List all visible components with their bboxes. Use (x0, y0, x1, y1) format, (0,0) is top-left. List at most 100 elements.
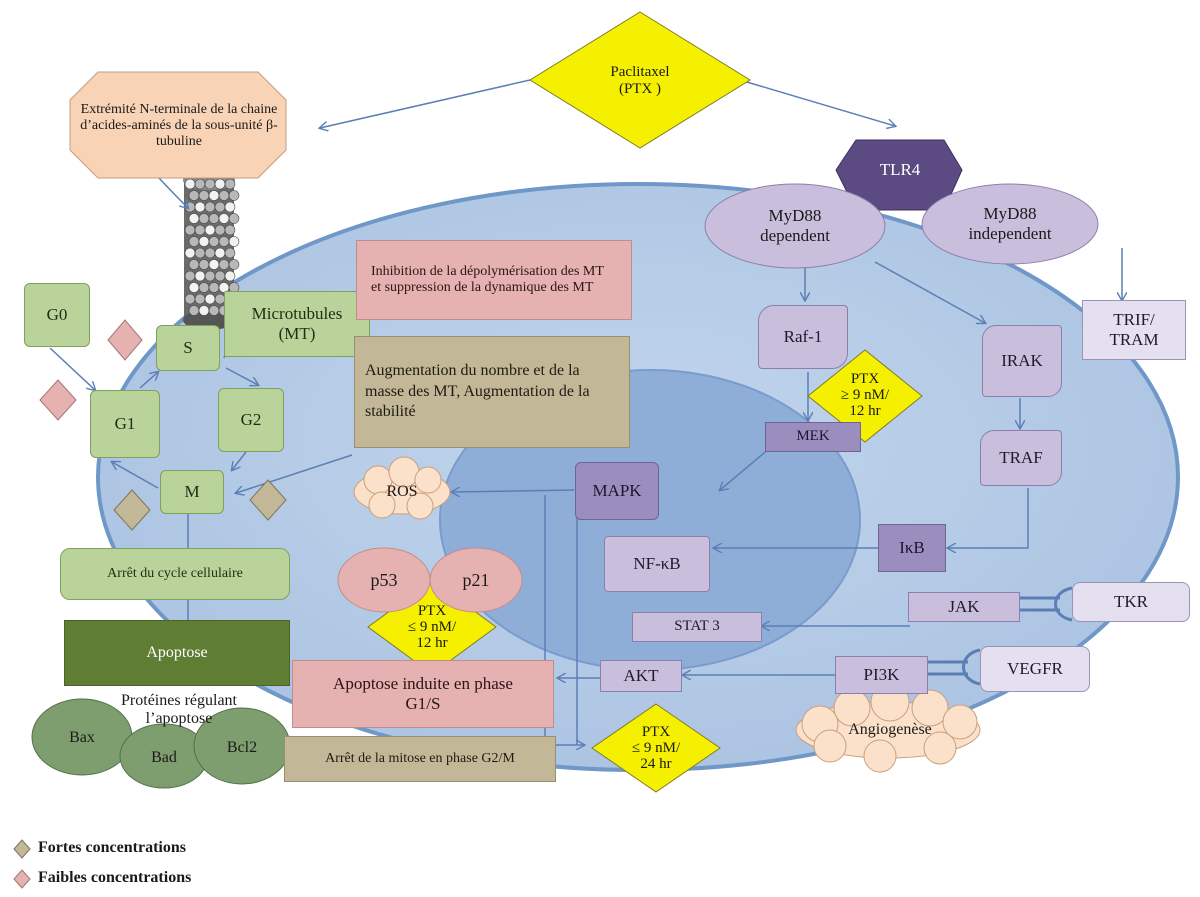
apoptose-induite-box: Apoptose induite en phase G1/S (292, 660, 554, 728)
tubulin-bead (194, 224, 206, 236)
s-box: S (156, 325, 220, 371)
tubulin-bead (208, 190, 220, 201)
legend-low: Faibles concentrations (38, 869, 191, 887)
legend-high-icon (13, 839, 31, 859)
tubulin-bead (224, 201, 236, 213)
nfkb-box: NF-κB (604, 536, 710, 592)
traf-box: TRAF (980, 430, 1062, 486)
ptx-low-12h-label: PTX ≤ 9 nM/ 12 hr (407, 603, 457, 651)
tubulin-bead (184, 247, 196, 259)
tubulin-bead (184, 293, 196, 305)
myd88-independent-label: MyD88 independent (968, 204, 1052, 243)
tubulin-bead (198, 236, 210, 247)
augmentation-box: Augmentation du nombre et de la masse de… (354, 336, 630, 448)
g1-box: G1 (90, 390, 160, 458)
proteines-label: Protéines régulant l’apoptose (121, 691, 237, 727)
jak-box: JAK (908, 592, 1020, 622)
tubulin-bead (204, 247, 216, 259)
tubulin-bead (218, 213, 230, 224)
stat3-box: STAT 3 (632, 612, 762, 642)
ros-cloud (353, 456, 451, 520)
angiogenese-label: Angiogenèse (848, 720, 932, 738)
raf1-box: Raf-1 (758, 305, 848, 369)
ptx-diamond-low-24h (591, 703, 721, 793)
tubulin-bead (214, 178, 226, 190)
inhibition-box: Inhibition de la dépolymérisation des MT… (356, 240, 632, 320)
jak-receptor-icon (1020, 586, 1073, 622)
tubulin-bead (208, 305, 220, 316)
high-concentration-diamond (113, 489, 151, 531)
ptx-diamond-high (807, 349, 923, 443)
p21-shape (429, 547, 523, 613)
bcl2-label: Bcl2 (226, 738, 258, 756)
tubulin-bead (188, 259, 200, 270)
tubulin-bead (194, 178, 206, 190)
tubulin-bead (188, 213, 200, 224)
tubulin-bead (188, 190, 200, 201)
low-concentration-diamond (39, 379, 77, 421)
tubulin-bead (214, 270, 226, 282)
tubulin-bead (204, 201, 216, 213)
myd88-dependent-shape (704, 183, 886, 269)
irak-box: IRAK (982, 325, 1062, 397)
tubulin-bead (198, 259, 210, 270)
tkr-box: TKR (1072, 582, 1190, 622)
tubulin-bead (228, 190, 240, 201)
pi3k-box: PI3K (835, 656, 928, 694)
ptx-high-label: PTX ≥ 9 nM/ 12 hr (840, 371, 890, 419)
mek-box: MEK (765, 422, 861, 452)
bax-label: Bax (69, 728, 95, 746)
tubulin-bead (214, 247, 226, 259)
tubulin-bead (224, 247, 236, 259)
mapk-box: MAPK (575, 462, 659, 520)
p53-label: p53 (370, 569, 398, 590)
low-concentration-diamond (107, 319, 143, 361)
paclitaxel-diamond (529, 11, 751, 149)
tubulin-bead (204, 270, 216, 282)
g0-box: G0 (24, 283, 90, 347)
tubulin-bead (224, 224, 236, 236)
tubulin-bead (184, 178, 196, 190)
ikb-box: IκB (878, 524, 946, 572)
microtubule-icon (183, 170, 240, 330)
tubulin-bead (214, 201, 226, 213)
bad-label: Bad (151, 748, 177, 766)
tubulin-bead (208, 236, 220, 247)
tubulin-note: Extrémité N-terminale de la chaine d’aci… (80, 101, 278, 150)
tubulin-bead (204, 293, 216, 305)
tubulin-bead (194, 201, 206, 213)
vegfr-receptor-icon (928, 648, 981, 686)
tubulin-bead (184, 270, 196, 282)
tubulin-bead (198, 190, 210, 201)
trif-tram-box: TRIF/ TRAM (1082, 300, 1186, 360)
tubulin-bead (208, 282, 220, 293)
tubulin-bead (188, 305, 200, 316)
paclitaxel-label: Paclitaxel (PTX ) (610, 63, 670, 97)
tubulin-bead (204, 224, 216, 236)
tubulin-bead (228, 259, 240, 270)
tubulin-bead (218, 190, 230, 201)
tubulin-bead (214, 224, 226, 236)
tubulin-bead (194, 293, 206, 305)
legend-high: Fortes concentrations (38, 839, 186, 857)
tubulin-bead (194, 247, 206, 259)
tubulin-bead (224, 270, 236, 282)
myd88-independent-shape (921, 183, 1099, 265)
vegfr-box: VEGFR (980, 646, 1090, 692)
legend-low-icon (13, 869, 31, 889)
tlr4-label: TLR4 (879, 160, 921, 180)
tubulin-bead (198, 213, 210, 224)
tubulin-bead (208, 213, 220, 224)
angiogenese-cloud (795, 682, 981, 773)
arret-cycle-box: Arrêt du cycle cellulaire (60, 548, 290, 600)
tubulin-bead (184, 224, 196, 236)
apoptose-box: Apoptose (64, 620, 290, 686)
tubulin-bead (218, 236, 230, 247)
tubulin-note-shape (69, 71, 287, 179)
tubulin-bead (224, 178, 236, 190)
high-concentration-diamond (249, 479, 287, 521)
arret-mitose-box: Arrêt de la mitose en phase G2/M (284, 736, 556, 782)
tubulin-bead (188, 282, 200, 293)
microtubules-box: Microtubules (MT) (224, 291, 370, 357)
legend-low-label: Faibles concentrations (38, 869, 192, 886)
